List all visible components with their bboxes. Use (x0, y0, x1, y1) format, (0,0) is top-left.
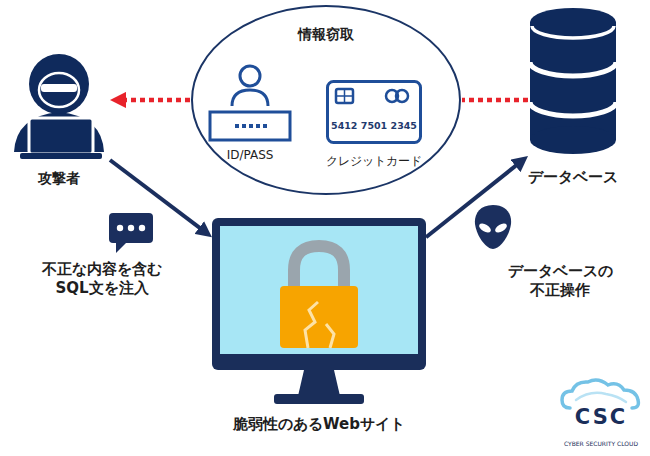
svg-rect (242, 124, 246, 128)
node-text: データベース (506, 168, 640, 187)
dotted-arrow (120, 98, 190, 103)
credit-card-node: 5412 7501 2345クレジットカード (326, 80, 422, 144)
attacker-node: 攻撃者 (8, 48, 110, 160)
svg-path (475, 205, 511, 249)
svg-ellipse (478, 222, 493, 235)
svg-path (305, 302, 318, 348)
svg-rect (336, 89, 353, 103)
speech-bubble-icon (108, 212, 154, 254)
node-text: 情報窃取 (190, 26, 462, 44)
svg-rect (212, 218, 426, 370)
edge-label: 不正な内容を含む SQL文を注入 (39, 260, 165, 298)
svg-ellipse (39, 73, 79, 107)
attacker-icon (8, 48, 110, 160)
node-text-wrap: 5412 7501 2345 (330, 114, 418, 133)
node-text-wrap: データベース (506, 168, 640, 187)
svg-rect (20, 153, 102, 159)
svg-path (530, 102, 616, 116)
svg-circle (396, 90, 408, 102)
svg-path (532, 26, 614, 38)
node-text: 攻撃者 (8, 170, 110, 188)
svg-circle (240, 66, 260, 86)
svg-ellipse (530, 126, 616, 154)
node-text: クレジットカード (312, 154, 436, 169)
flow-arrow (426, 162, 520, 237)
svg-rect (41, 84, 77, 92)
database-icon (528, 6, 618, 156)
dotted-arrow (462, 98, 528, 103)
logo-subtitle-wrap: CYBER SECURITY CLOUD (546, 431, 650, 450)
database-node: データベース (528, 6, 618, 156)
edge-label-wrap: データベースの 不正操作 (504, 262, 616, 300)
id-icon (208, 62, 292, 142)
svg-path (326, 324, 334, 348)
svg-path (530, 62, 616, 76)
svg-path (116, 242, 127, 253)
svg-rect (530, 22, 616, 140)
svg-rect (235, 124, 239, 128)
alien-icon (472, 203, 514, 251)
logo-subtitle: CYBER SECURITY CLOUD (564, 440, 638, 448)
svg-ellipse (494, 222, 509, 235)
svg-rect (220, 226, 418, 354)
svg-circle (29, 54, 89, 114)
svg-path (576, 393, 626, 402)
edge-label: データベースの 不正操作 (504, 262, 616, 300)
node-text-wrap: 情報窃取 (190, 26, 462, 44)
credit-card (326, 80, 422, 144)
svg-rect (256, 124, 260, 128)
svg-rect (249, 124, 253, 128)
svg-circle (139, 225, 145, 231)
svg-circle (117, 225, 123, 231)
id-pass-node: ID/PASS (208, 62, 292, 142)
node-text-wrap: 脆弱性のあるWebサイト (172, 414, 466, 434)
svg-rect (109, 213, 153, 243)
svg-path (562, 380, 638, 408)
node-text-wrap: ID/PASS (200, 148, 300, 163)
svg-rect (263, 124, 267, 128)
svg-rect (210, 112, 290, 140)
edge-label-wrap: 不正な内容を含む SQL文を注入 (39, 260, 165, 298)
monitor-icon (212, 218, 426, 410)
node-text: 5412 7501 2345 (331, 120, 417, 132)
svg-path (232, 90, 268, 106)
svg-rect (328, 82, 421, 143)
logo-text-wrap: CSC (556, 404, 646, 430)
svg-path (336, 89, 353, 103)
svg-rect (274, 394, 364, 404)
node-text-wrap: 攻撃者 (8, 170, 110, 188)
node-text: 脆弱性のあるWebサイト (233, 415, 405, 434)
node-text-wrap: クレジットカード (312, 154, 436, 169)
svg-rect (280, 286, 358, 348)
info-theft-oval: 情報窃取 ID/PASS 5412 7501 2345クレジットカード (190, 4, 462, 196)
svg-circle (128, 225, 134, 231)
logo-text: CSC (556, 404, 646, 430)
svg-rect (29, 118, 93, 154)
website-node: 脆弱性のあるWebサイト (212, 218, 426, 410)
svg-path (298, 370, 340, 396)
node-text: ID/PASS (200, 148, 300, 163)
